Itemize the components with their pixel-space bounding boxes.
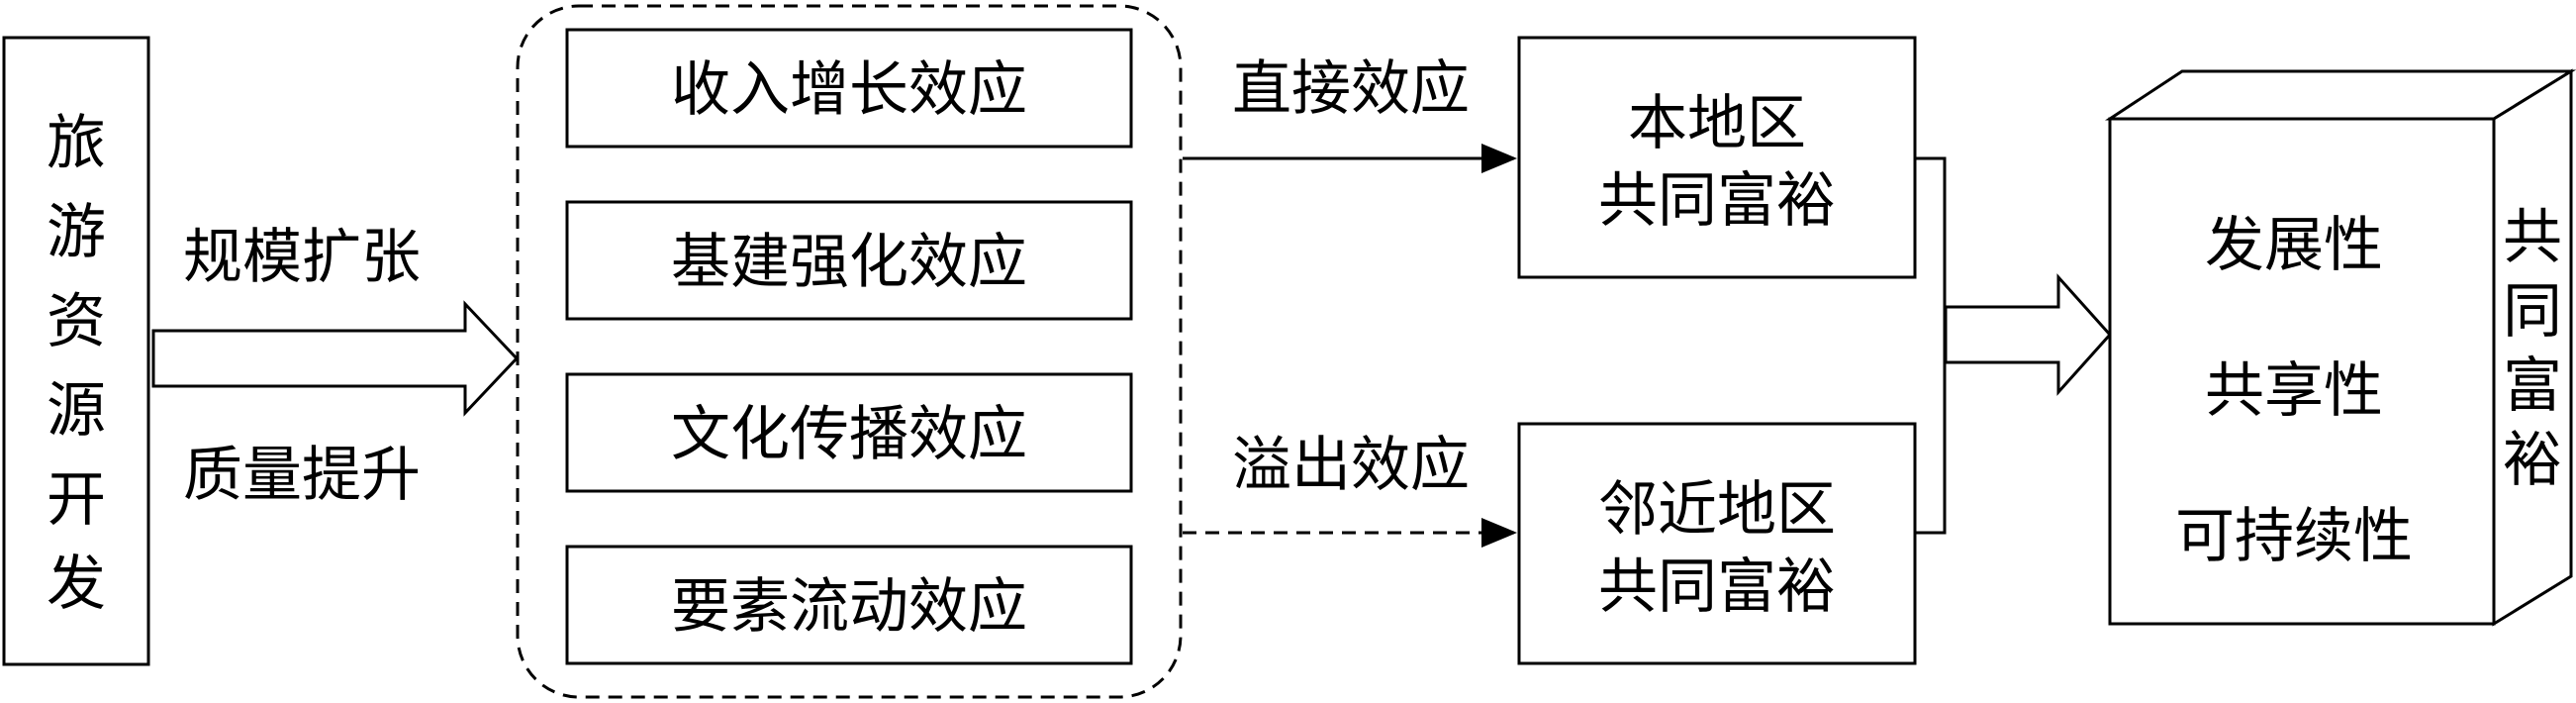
effect-box-infrastructure xyxy=(565,200,1133,321)
effect-box-income-growth xyxy=(565,28,1133,149)
cube-side-char-1: 共 xyxy=(2503,203,2562,272)
cube-side-face xyxy=(2492,68,2573,627)
source-char-6: 发 xyxy=(47,550,106,619)
hollow-arrow-to-prosperity xyxy=(1944,273,2113,396)
neighbor-region-line2: 共同富裕 xyxy=(1598,552,1836,622)
source-char-1: 旅 xyxy=(47,109,106,178)
effect-box-cultural-diffusion xyxy=(565,372,1133,493)
local-region-line1: 本地区 xyxy=(1628,89,1806,158)
cube-side-char-3: 富 xyxy=(2503,352,2562,421)
source-char-5: 开 xyxy=(47,465,106,535)
effect-label-cultural-diffusion: 文化传播效应 xyxy=(671,400,1027,469)
spillover-effect-label: 溢出效应 xyxy=(1232,431,1470,500)
cube-side-char-4: 裕 xyxy=(2503,426,2562,495)
arrow-label-scale-expansion: 规模扩张 xyxy=(183,223,421,292)
cube-top-face xyxy=(2104,69,2576,121)
cube-property-development: 发展性 xyxy=(2205,211,2383,280)
cube-side-char-2: 同 xyxy=(2503,277,2562,347)
effects-container xyxy=(516,4,1183,699)
effect-box-factor-flow xyxy=(565,545,1133,665)
cube-property-sustainability: 可持续性 xyxy=(2175,502,2413,571)
cube-front-face xyxy=(2108,117,2496,626)
source-char-3: 资 xyxy=(47,287,106,356)
neighbor-region-box xyxy=(1517,422,1917,665)
source-char-2: 游 xyxy=(47,198,106,267)
effect-label-infrastructure: 基建强化效应 xyxy=(671,228,1027,297)
hollow-arrow-to-effects xyxy=(151,300,520,417)
local-region-box xyxy=(1517,36,1917,279)
region-bracket xyxy=(1915,156,1947,535)
direct-effect-label: 直接效应 xyxy=(1232,54,1470,124)
cube-property-sharing: 共享性 xyxy=(2205,356,2383,426)
local-region-line2: 共同富裕 xyxy=(1598,166,1836,236)
source-box xyxy=(2,36,150,666)
effect-label-factor-flow: 要素流动效应 xyxy=(671,572,1027,642)
neighbor-region-line1: 邻近地区 xyxy=(1598,475,1836,545)
effect-label-income-growth: 收入增长效应 xyxy=(671,55,1027,125)
arrow-label-quality-improvement: 质量提升 xyxy=(183,441,421,510)
source-char-4: 源 xyxy=(47,376,106,446)
